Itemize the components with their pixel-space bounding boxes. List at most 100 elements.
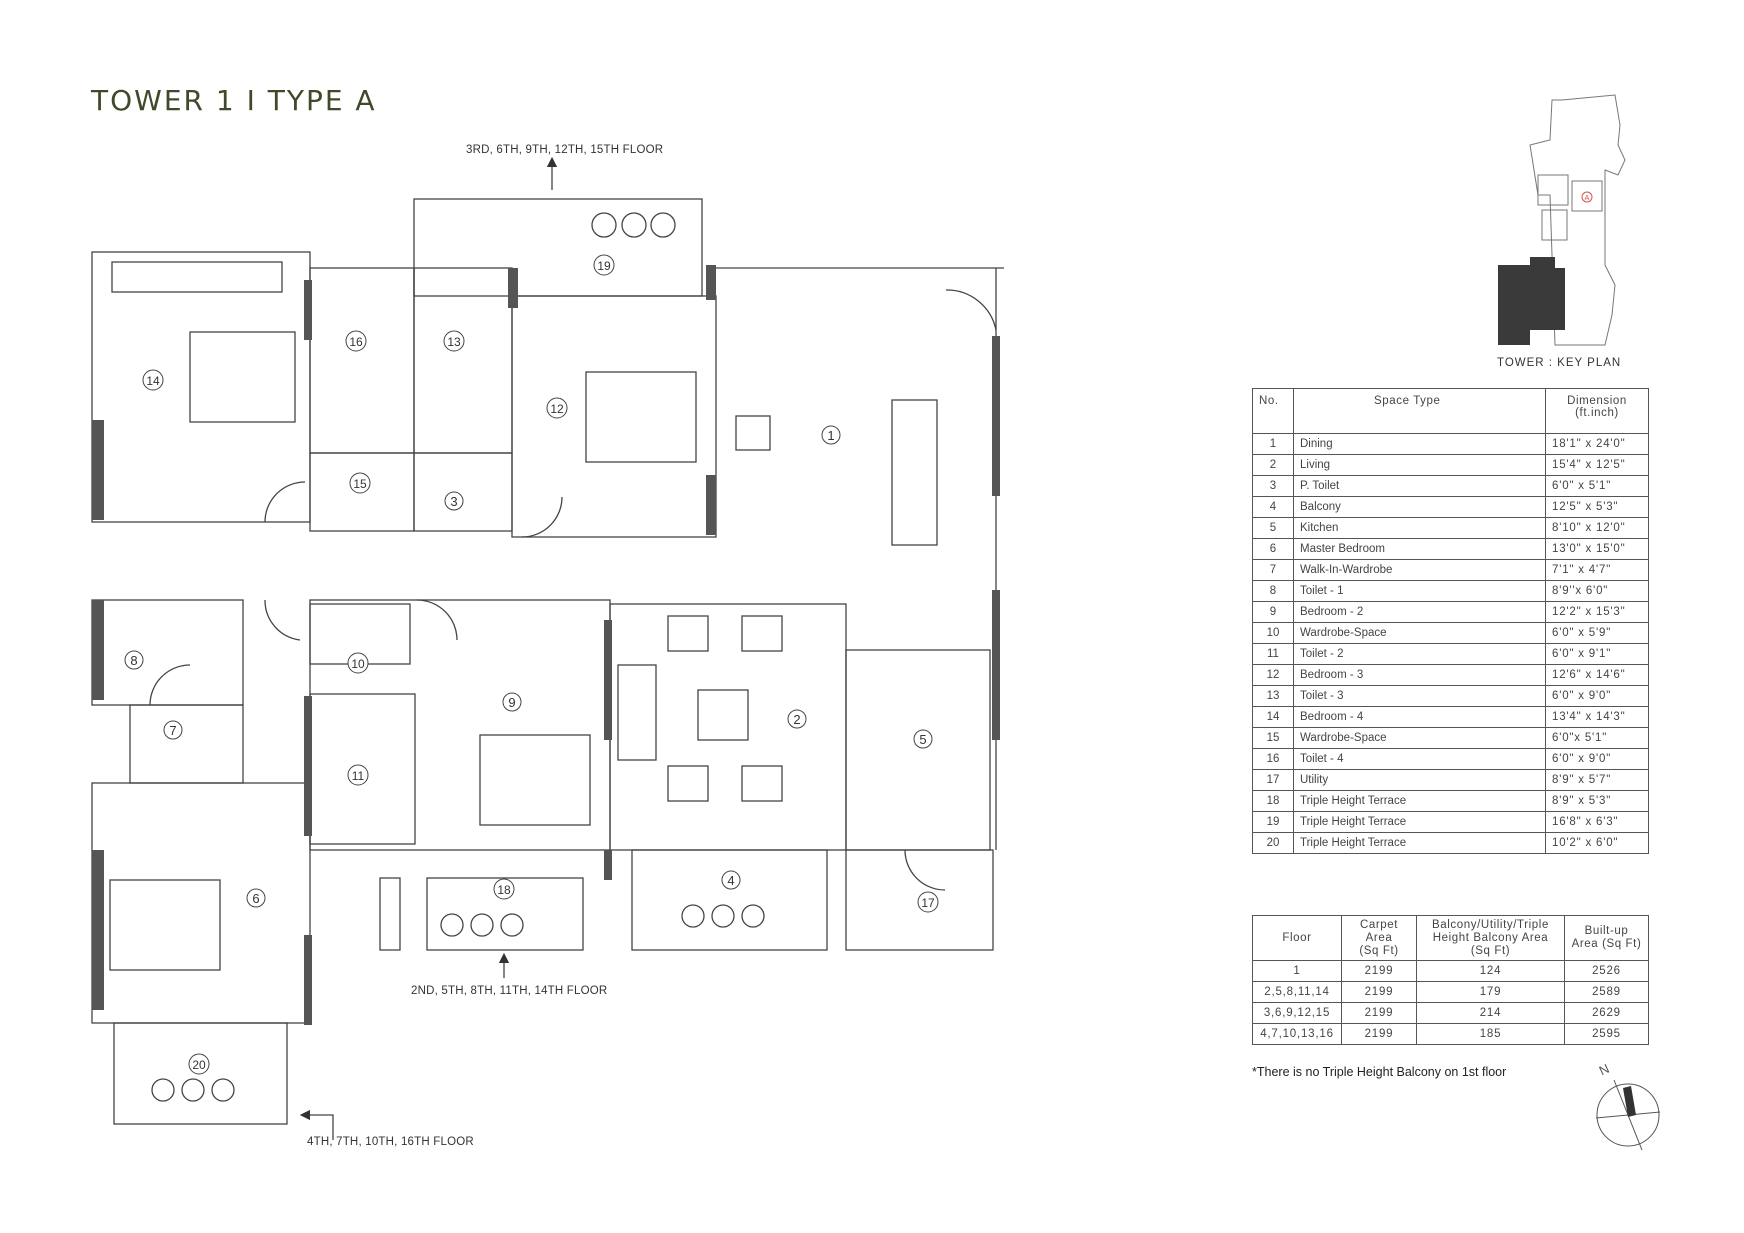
- dimension: 6'0" x 5'9": [1545, 622, 1649, 644]
- room-number: 5: [1252, 517, 1294, 539]
- floor-label-bottom: 4TH, 7TH, 10TH, 16TH FLOOR: [307, 1136, 474, 1148]
- room-1: 1: [821, 425, 841, 445]
- room-20: 20: [188, 1053, 210, 1075]
- svg-text:17: 17: [921, 896, 935, 910]
- svg-text:2: 2: [793, 712, 800, 727]
- dimension: 8'10" x 12'0": [1545, 517, 1649, 539]
- compass-icon: N: [1595, 1061, 1661, 1150]
- room-4: 4: [721, 870, 741, 890]
- svg-text:14: 14: [146, 374, 160, 388]
- room-7: 7: [163, 720, 183, 740]
- builtup-cell: 2526: [1564, 960, 1649, 982]
- space-type: Master Bedroom: [1293, 538, 1546, 560]
- room-number: 19: [1252, 811, 1294, 833]
- floor-cell: 2,5,8,11,14: [1252, 981, 1342, 1003]
- svg-text:11: 11: [352, 769, 365, 783]
- room-13: 13: [443, 330, 465, 352]
- space-type: Dining: [1293, 433, 1546, 455]
- sofa-icon: [617, 664, 657, 761]
- floor-plan: 1 2 3 4 5 6 7 8 9 10 11 12 13 14 15 16 1…: [91, 156, 1004, 1140]
- page-title: TOWER 1 I TYPE A: [91, 84, 377, 117]
- room-9: 9: [502, 692, 522, 712]
- svg-text:16: 16: [349, 335, 363, 349]
- room-number: 9: [1252, 601, 1294, 623]
- room-number: 3: [1252, 475, 1294, 497]
- room-19: 19: [593, 254, 615, 276]
- bed-icon: [479, 734, 591, 826]
- key-plan-marker: A: [1585, 195, 1590, 202]
- dimension: 12'6" x 14'6": [1545, 664, 1649, 686]
- room-14: 14: [142, 369, 164, 391]
- space-type: Triple Height Terrace: [1293, 790, 1546, 812]
- room-number: 13: [1252, 685, 1294, 707]
- dimension: 13'4" x 14'3": [1545, 706, 1649, 728]
- room-16: 16: [345, 330, 367, 352]
- room-number: 14: [1252, 706, 1294, 728]
- bed-icon: [189, 331, 296, 423]
- dimension: 13'0" x 15'0": [1545, 538, 1649, 560]
- room-number: 15: [1252, 727, 1294, 749]
- floor-cell: 1: [1252, 960, 1342, 982]
- space-type: P. Toilet: [1293, 475, 1546, 497]
- room-number: 7: [1252, 559, 1294, 581]
- svg-text:12: 12: [550, 402, 564, 416]
- room-17: 17: [917, 891, 939, 913]
- space-type: Toilet - 4: [1293, 748, 1546, 770]
- room-number: 18: [1252, 790, 1294, 812]
- svg-text:18: 18: [497, 883, 511, 897]
- balcony-cell: 214: [1416, 1002, 1565, 1024]
- dimension: 6'0" x 9'0": [1545, 685, 1649, 707]
- carpet-cell: 2199: [1341, 960, 1417, 982]
- dimension: 8'9" x 5'3": [1545, 790, 1649, 812]
- svg-text:15: 15: [353, 477, 367, 491]
- builtup-cell: 2595: [1564, 1023, 1649, 1045]
- header-builtup-area: Built-up Area (Sq Ft): [1564, 915, 1649, 961]
- space-type: Bedroom - 4: [1293, 706, 1546, 728]
- svg-text:5: 5: [919, 732, 926, 747]
- balcony-cell: 124: [1416, 960, 1565, 982]
- floor-cell: 4,7,10,13,16: [1252, 1023, 1342, 1045]
- header-space-type: Space Type: [1293, 388, 1546, 434]
- header-balcony-area: Balcony/Utility/Triple Height Balcony Ar…: [1416, 915, 1565, 961]
- dimension: 18'1" x 24'0": [1545, 433, 1649, 455]
- room-number: 6: [1252, 538, 1294, 560]
- room-8: 8: [124, 650, 144, 670]
- bed-icon: [109, 879, 221, 971]
- room-10: 10: [347, 652, 369, 674]
- room-2: 2: [787, 709, 807, 729]
- footnote: *There is no Triple Height Balcony on 1s…: [1252, 1065, 1507, 1079]
- carpet-cell: 2199: [1341, 1002, 1417, 1024]
- space-type: Toilet - 3: [1293, 685, 1546, 707]
- room-number: 17: [1252, 769, 1294, 791]
- key-plan-highlight: [1498, 257, 1565, 345]
- room-number: 4: [1252, 496, 1294, 518]
- floor-label-top: 3RD, 6TH, 9TH, 12TH, 15TH FLOOR: [466, 144, 664, 156]
- compass-north-label: N: [1597, 1061, 1612, 1079]
- svg-text:6: 6: [252, 891, 259, 906]
- key-plan-label: TOWER : KEY PLAN: [1497, 357, 1622, 369]
- coffee-table-icon: [697, 689, 749, 741]
- room-number: 10: [1252, 622, 1294, 644]
- dimension: 10'2" x 6'0": [1545, 832, 1649, 854]
- space-type: Bedroom - 2: [1293, 601, 1546, 623]
- svg-text:7: 7: [169, 723, 176, 738]
- header-dimension: Dimension (ft.inch): [1545, 388, 1649, 434]
- svg-text:8: 8: [130, 653, 137, 668]
- room-12: 12: [546, 397, 568, 419]
- room-number: 20: [1252, 832, 1294, 854]
